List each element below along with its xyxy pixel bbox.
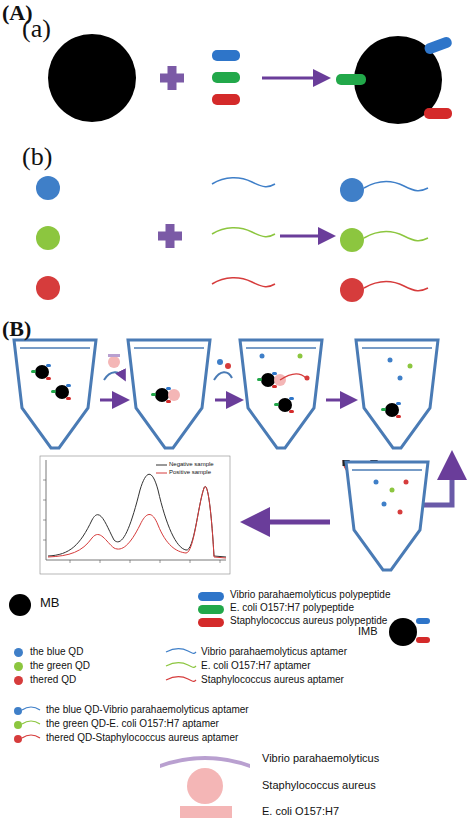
legend-text: Negative sample <box>169 461 214 468</box>
legend-text: MB <box>40 596 60 611</box>
legend-text: Vibrio parahaemolyticus aptamer <box>201 646 347 658</box>
legend-text: E. coli O157:H7 aptamer <box>201 660 311 672</box>
legend-text: thered QD <box>30 674 76 686</box>
legend-text: Staphylococcus aureus polypeptide <box>230 615 387 627</box>
legend-swatch <box>198 605 224 614</box>
legend-text: E. coli O157:H7 <box>262 805 339 818</box>
legend-text: thered QD-Staphylococcus aureus aptamer <box>46 732 238 744</box>
legend-text: the green QD-E. coli O157:H7 aptamer <box>46 718 219 730</box>
panel-label: (b) <box>22 142 52 172</box>
legend-swatch <box>14 648 23 657</box>
legend-text: Positive sample <box>169 469 211 476</box>
legend-text: Vibrio parahaemolyticus polypeptide <box>230 589 390 601</box>
legend-text: IMB <box>358 625 378 638</box>
legend-text: Vibrio parahaemolyticus <box>262 752 379 765</box>
legend-swatch <box>14 662 23 671</box>
legend-text: E. coli O157:H7 polypeptide <box>230 602 354 614</box>
legend-swatch <box>9 594 31 616</box>
legend-text: the blue QD-Vibrio parahaemolyticus apta… <box>46 704 249 716</box>
panel-label: (B) <box>2 316 31 341</box>
panel-label: (a) <box>22 14 51 44</box>
legend-text: the blue QD <box>30 646 83 658</box>
legend-text: the green QD <box>30 660 90 672</box>
legend-text: Staphylococcus aureus <box>262 779 376 792</box>
legend-text: Staphylococcus aureus aptamer <box>201 674 344 686</box>
legend-swatch <box>198 592 224 601</box>
legend-swatch <box>198 618 224 627</box>
legend-swatch <box>14 676 23 685</box>
